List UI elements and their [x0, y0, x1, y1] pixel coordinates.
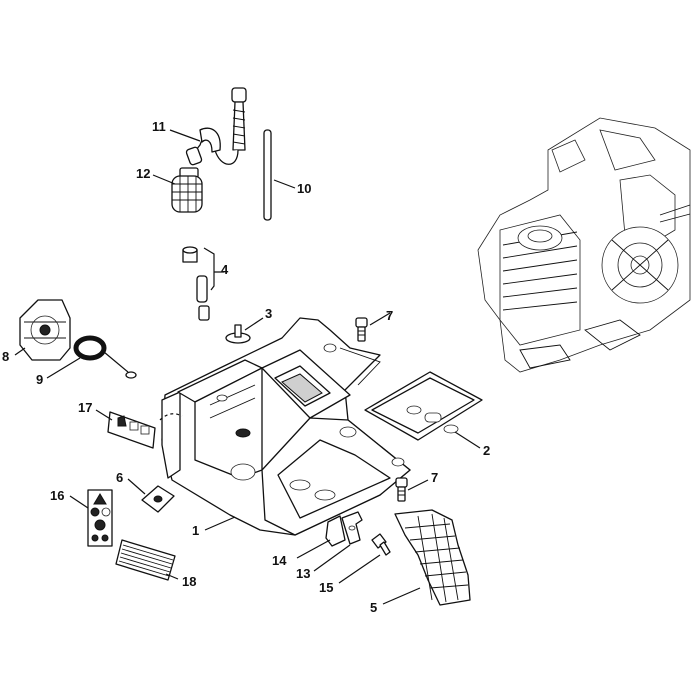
engine-assembly — [477, 117, 691, 373]
part-13-bracket — [341, 511, 363, 545]
callout-16: 16 — [50, 488, 64, 503]
part-15-screw — [371, 533, 391, 556]
part-1-housing — [161, 317, 411, 536]
callout-15: 15 — [319, 580, 333, 595]
part-17-label — [107, 411, 156, 449]
part-16-label — [87, 489, 113, 547]
callout-8: 8 — [2, 349, 9, 364]
part-2-gasket — [364, 371, 483, 441]
callout-2: 2 — [483, 443, 490, 458]
callout-5: 5 — [370, 600, 377, 615]
callout-3: 3 — [265, 306, 272, 321]
callout-labels: 1 2 3 4 5 6 7 7 8 9 10 11 12 13 14 15 16… — [2, 119, 490, 615]
callout-1: 1 — [192, 523, 199, 538]
callout-7-lower: 7 — [431, 470, 438, 485]
callout-11: 11 — [152, 119, 166, 134]
part-8-pump — [19, 299, 71, 361]
leader-lines — [14, 129, 481, 605]
callout-7-upper: 7 — [386, 308, 393, 323]
part-6-pad — [141, 485, 175, 513]
callout-14: 14 — [272, 553, 287, 568]
callout-6: 6 — [116, 470, 123, 485]
part-3-plug — [225, 324, 251, 344]
part-5-plate — [394, 509, 471, 606]
part-9-oring — [73, 335, 137, 379]
callout-9: 9 — [36, 372, 43, 387]
callout-18: 18 — [182, 574, 196, 589]
part-7-screw-upper — [355, 317, 368, 342]
callout-10: 10 — [297, 181, 311, 196]
part-7-screw-lower — [395, 477, 408, 502]
callout-13: 13 — [296, 566, 310, 581]
part-18-grille — [115, 539, 176, 581]
part-14-clip — [325, 515, 346, 547]
part-10-rod — [263, 129, 272, 221]
callout-17: 17 — [78, 400, 92, 415]
callout-12: 12 — [136, 166, 150, 181]
part-12-filter — [171, 167, 203, 213]
part-11-hose — [185, 87, 247, 166]
callout-4: 4 — [221, 262, 229, 277]
part-4-pieces — [182, 246, 224, 321]
